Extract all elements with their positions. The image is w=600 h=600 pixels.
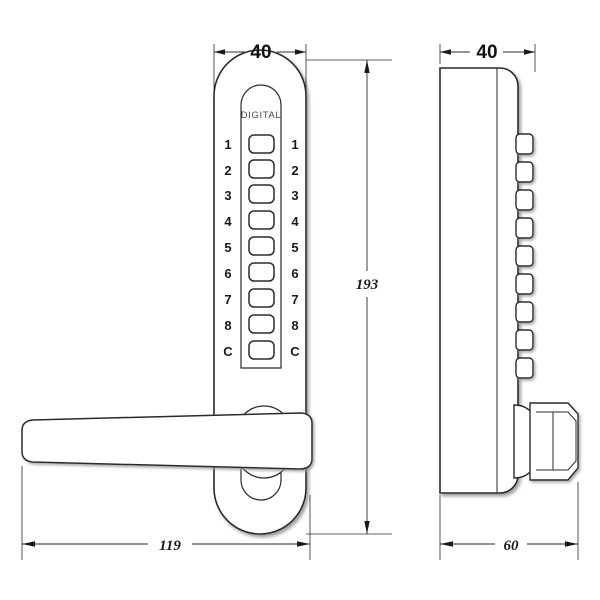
keypad-button[interactable]: [248, 262, 275, 282]
key-label-right: C: [290, 344, 300, 359]
key-label-left: 4: [224, 214, 232, 229]
front-view-group: DIGITAL 1 2 3 4 5 6 7 8 C 1: [21, 49, 313, 535]
key-label-right: 1: [291, 137, 298, 152]
key-label-left: 1: [224, 137, 231, 152]
key-label-left: 2: [224, 163, 231, 178]
key-label-right: 5: [291, 240, 298, 255]
side-buttons-group: [515, 133, 534, 379]
keypad-button[interactable]: [248, 288, 275, 308]
dimension-value-front-width: 40: [250, 42, 271, 63]
arrow-head-top: [364, 60, 370, 73]
side-hex-nut: [529, 402, 579, 481]
key-label-right: 3: [291, 188, 298, 203]
side-keypad-button[interactable]: [515, 217, 534, 239]
keypad-button[interactable]: [248, 184, 275, 204]
lever-handle[interactable]: [21, 412, 313, 470]
key-label-left: 3: [224, 188, 231, 203]
keypad-button[interactable]: [248, 210, 275, 230]
side-keypad-button[interactable]: [515, 161, 534, 183]
arrow-head-left: [440, 49, 451, 55]
key-label-left: 5: [224, 240, 231, 255]
arrow-head-right: [297, 541, 310, 547]
dimension-value-side-depth: 60: [504, 538, 520, 554]
key-label-left: 6: [224, 266, 231, 281]
side-keypad-button[interactable]: [515, 329, 534, 351]
key-label-left: 7: [224, 292, 231, 307]
side-keypad-button[interactable]: [515, 133, 534, 155]
arrow-head-right: [524, 49, 535, 55]
dimension-front-width: 40: [213, 42, 307, 92]
brand-label: DIGITAL: [241, 110, 281, 121]
dimension-overall-width: 119: [21, 466, 311, 560]
key-label-right: 4: [291, 214, 299, 229]
keypad-button[interactable]: [248, 134, 275, 154]
side-keypad-button[interactable]: [515, 245, 534, 267]
arrow-head-right: [295, 49, 306, 55]
arrow-head-left: [440, 541, 453, 547]
dimension-side-width: 40: [439, 42, 536, 72]
key-label-left: C: [223, 344, 233, 359]
side-keypad-button[interactable]: [515, 301, 534, 323]
keypad-button[interactable]: [248, 236, 275, 256]
dimension-side-depth: 60: [439, 482, 579, 560]
arrow-head-right: [565, 541, 578, 547]
dimension-value-side-width: 40: [476, 42, 497, 63]
keypad-right-labels: 1 2 3 4 5 6 7 8 C: [290, 137, 300, 359]
dimension-value-front-height: 193: [356, 277, 379, 293]
keypad-buttons-group: [248, 134, 275, 360]
side-body-outline: [439, 67, 519, 494]
key-label-right: 6: [291, 266, 298, 281]
keypad-button[interactable]: [248, 159, 275, 179]
key-label-right: 8: [291, 318, 298, 333]
side-view-group: [439, 67, 579, 494]
key-label-left: 8: [224, 318, 231, 333]
key-label-right: 7: [291, 292, 298, 307]
dimension-value-overall-width: 119: [159, 538, 181, 554]
dimension-front-height: 193: [306, 59, 392, 535]
arrow-head-left: [22, 541, 35, 547]
arrow-head-bottom: [364, 521, 370, 534]
keypad-button[interactable]: [248, 314, 275, 334]
key-label-right: 2: [291, 163, 298, 178]
side-keypad-button[interactable]: [515, 189, 534, 211]
side-keypad-button[interactable]: [515, 357, 534, 379]
side-keypad-button[interactable]: [515, 273, 534, 295]
keypad-button[interactable]: [248, 340, 275, 360]
arrow-head-left: [214, 49, 225, 55]
keypad-left-labels: 1 2 3 4 5 6 7 8 C: [223, 137, 233, 359]
